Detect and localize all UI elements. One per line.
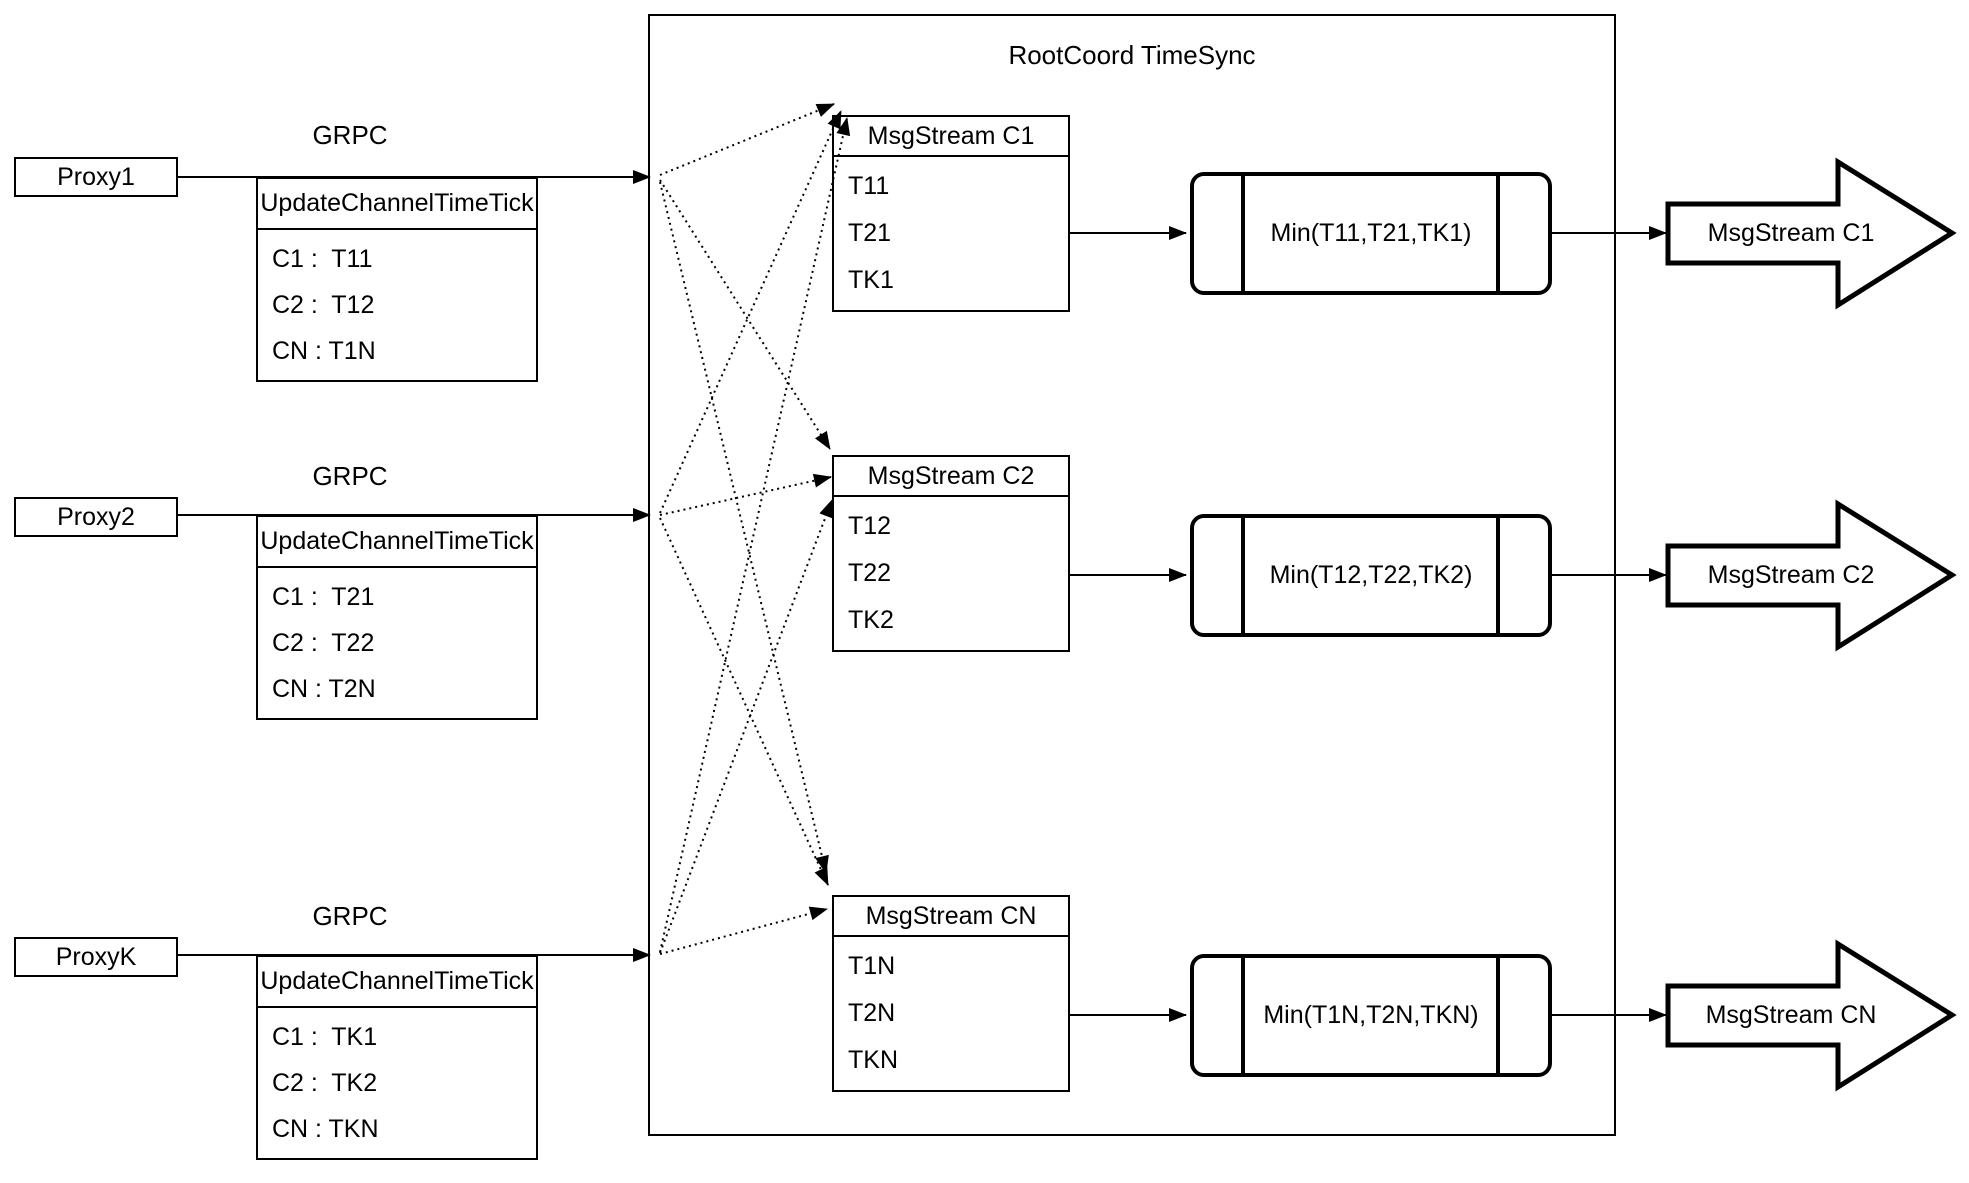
table-row: C2 : T12 xyxy=(272,290,375,319)
proxy2-label: Proxy2 xyxy=(57,502,135,531)
table-row: C1 : T11 xyxy=(272,244,373,273)
proxy2-box: Proxy2 xyxy=(14,497,178,537)
table-row: C2 : T22 xyxy=(272,628,375,657)
update-tick-table-2: UpdateChannelTimeTick C1 : T21 C2 : T22 … xyxy=(256,515,538,720)
grpc-label-3: GRPC xyxy=(312,901,388,931)
min-c1-label: Min(T11,T21,TK1) xyxy=(1270,219,1472,247)
update-tick-table-3-header: UpdateChannelTimeTick xyxy=(258,957,536,1008)
table-row: T1N xyxy=(848,952,896,981)
msgstream-c1-output-label: MsgStream C1 xyxy=(1707,218,1875,247)
table-row: C2 : TK2 xyxy=(272,1068,378,1097)
grpc-label-1: GRPC xyxy=(312,120,388,150)
update-tick-table-1-header: UpdateChannelTimeTick xyxy=(258,179,536,230)
table-row: CN : T1N xyxy=(272,336,376,365)
min-cn-label: Min(T1N,T2N,TKN) xyxy=(1263,1001,1479,1029)
divider xyxy=(1241,958,1245,1073)
divider xyxy=(1496,958,1500,1073)
table-row: T21 xyxy=(848,219,892,247)
msgstream-cn-table: MsgStream CN T1N T2N TKN xyxy=(832,895,1070,1092)
msgstream-c2-table: MsgStream C2 T12 T22 TK2 xyxy=(832,455,1070,652)
table-row: C1 : TK1 xyxy=(272,1022,378,1051)
divider xyxy=(1496,176,1500,291)
table-row: T11 xyxy=(848,172,890,201)
divider xyxy=(1241,518,1245,633)
table-row: TK2 xyxy=(848,605,894,634)
table-row: T22 xyxy=(848,559,892,587)
table-row: TKN xyxy=(848,1045,898,1074)
table-row: C1 : T21 xyxy=(272,582,375,611)
divider xyxy=(1241,176,1245,291)
msgstream-c1-table-header: MsgStream C1 xyxy=(834,117,1068,157)
min-box-cn: Min(T1N,T2N,TKN) xyxy=(1190,954,1552,1077)
table-row: T2N xyxy=(848,999,896,1027)
msgstream-c2-output-label: MsgStream C2 xyxy=(1707,560,1875,589)
msgstream-cn-output-label: MsgStream CN xyxy=(1705,1000,1877,1029)
msgstream-c2-table-header: MsgStream C2 xyxy=(834,457,1068,497)
table-row: CN : T2N xyxy=(272,674,376,703)
update-tick-table-2-header: UpdateChannelTimeTick xyxy=(258,517,536,568)
grpc-label-2: GRPC xyxy=(312,461,388,491)
msgstream-cn-table-header: MsgStream CN xyxy=(834,897,1068,937)
proxyk-box: ProxyK xyxy=(14,937,178,977)
divider xyxy=(1496,518,1500,633)
table-row: CN : TKN xyxy=(272,1114,379,1143)
min-box-c1: Min(T11,T21,TK1) xyxy=(1190,172,1552,295)
proxy1-label: Proxy1 xyxy=(57,162,135,191)
min-c2-label: Min(T12,T22,TK2) xyxy=(1269,561,1473,589)
rootcoord-title: RootCoord TimeSync xyxy=(1008,40,1256,70)
update-tick-table-1: UpdateChannelTimeTick C1 : T11 C2 : T12 … xyxy=(256,177,538,382)
msgstream-c1-table: MsgStream C1 T11 T21 TK1 xyxy=(832,115,1070,312)
table-row: T12 xyxy=(848,512,892,541)
proxy1-box: Proxy1 xyxy=(14,157,178,197)
table-row: TK1 xyxy=(848,265,894,294)
min-box-c2: Min(T12,T22,TK2) xyxy=(1190,514,1552,637)
update-tick-table-3: UpdateChannelTimeTick C1 : TK1 C2 : TK2 … xyxy=(256,955,538,1160)
proxyk-label: ProxyK xyxy=(55,942,137,971)
